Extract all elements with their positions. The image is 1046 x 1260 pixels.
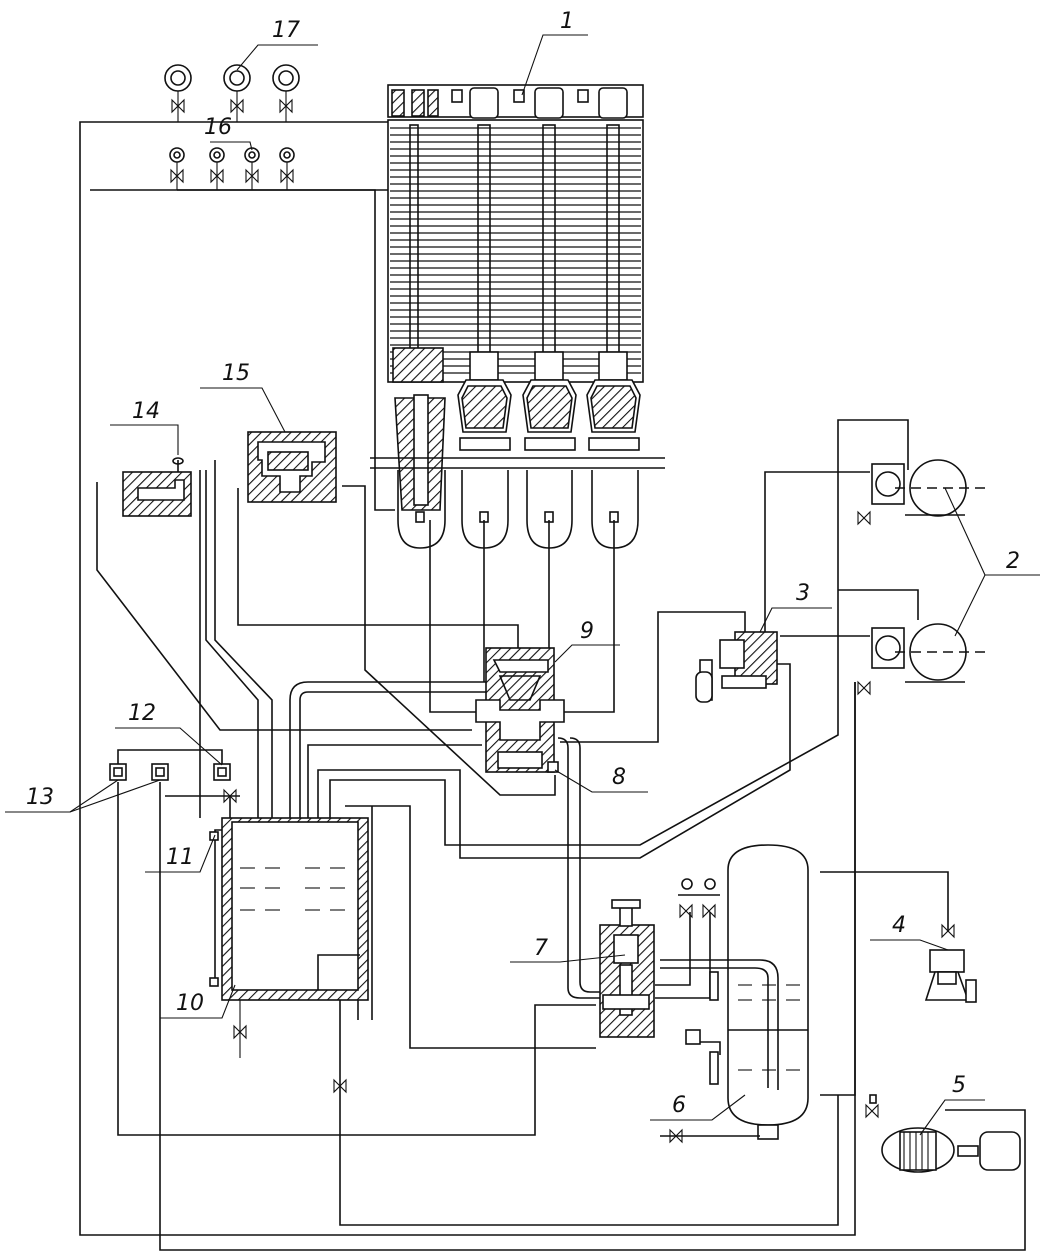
label-13: 13: [26, 785, 54, 810]
label-2: 2: [1006, 549, 1020, 574]
label-3: 3: [796, 581, 810, 606]
label-4: 4: [892, 913, 906, 938]
label-10: 10: [176, 991, 204, 1016]
label-1: 1: [560, 9, 574, 34]
label-6: 6: [672, 1093, 686, 1118]
label-16: 16: [204, 115, 232, 140]
hand-valves: [223, 510, 871, 1094]
label-11: 11: [166, 845, 194, 870]
tank-10: [209, 817, 369, 1001]
valve-14: [122, 457, 192, 517]
distributor-9: [475, 647, 565, 773]
valve-15: [247, 431, 337, 503]
label-8: 8: [612, 765, 626, 790]
label-9: 9: [580, 619, 594, 644]
pressure-gauges: [164, 64, 300, 190]
accumulator-6: [660, 844, 809, 1144]
leader-lines: [5, 34, 1040, 1136]
sensors-13-12: [109, 763, 231, 781]
label-7: 7: [534, 936, 548, 961]
label-14: 14: [132, 399, 160, 424]
label-12: 12: [128, 701, 156, 726]
pump-4: [924, 923, 977, 1003]
label-15: 15: [222, 361, 250, 386]
valve-7: [599, 878, 720, 1085]
valve-3: [695, 631, 778, 703]
pump-5: [865, 1094, 1021, 1173]
label-5: 5: [952, 1073, 966, 1098]
pumps-2: [871, 459, 985, 683]
labels: 1 2 3 4 5 6 7 8 9 10 11 12 13 14 15 16 1…: [26, 9, 1020, 1118]
filter-press: [370, 84, 665, 549]
label-17: 17: [272, 18, 300, 43]
